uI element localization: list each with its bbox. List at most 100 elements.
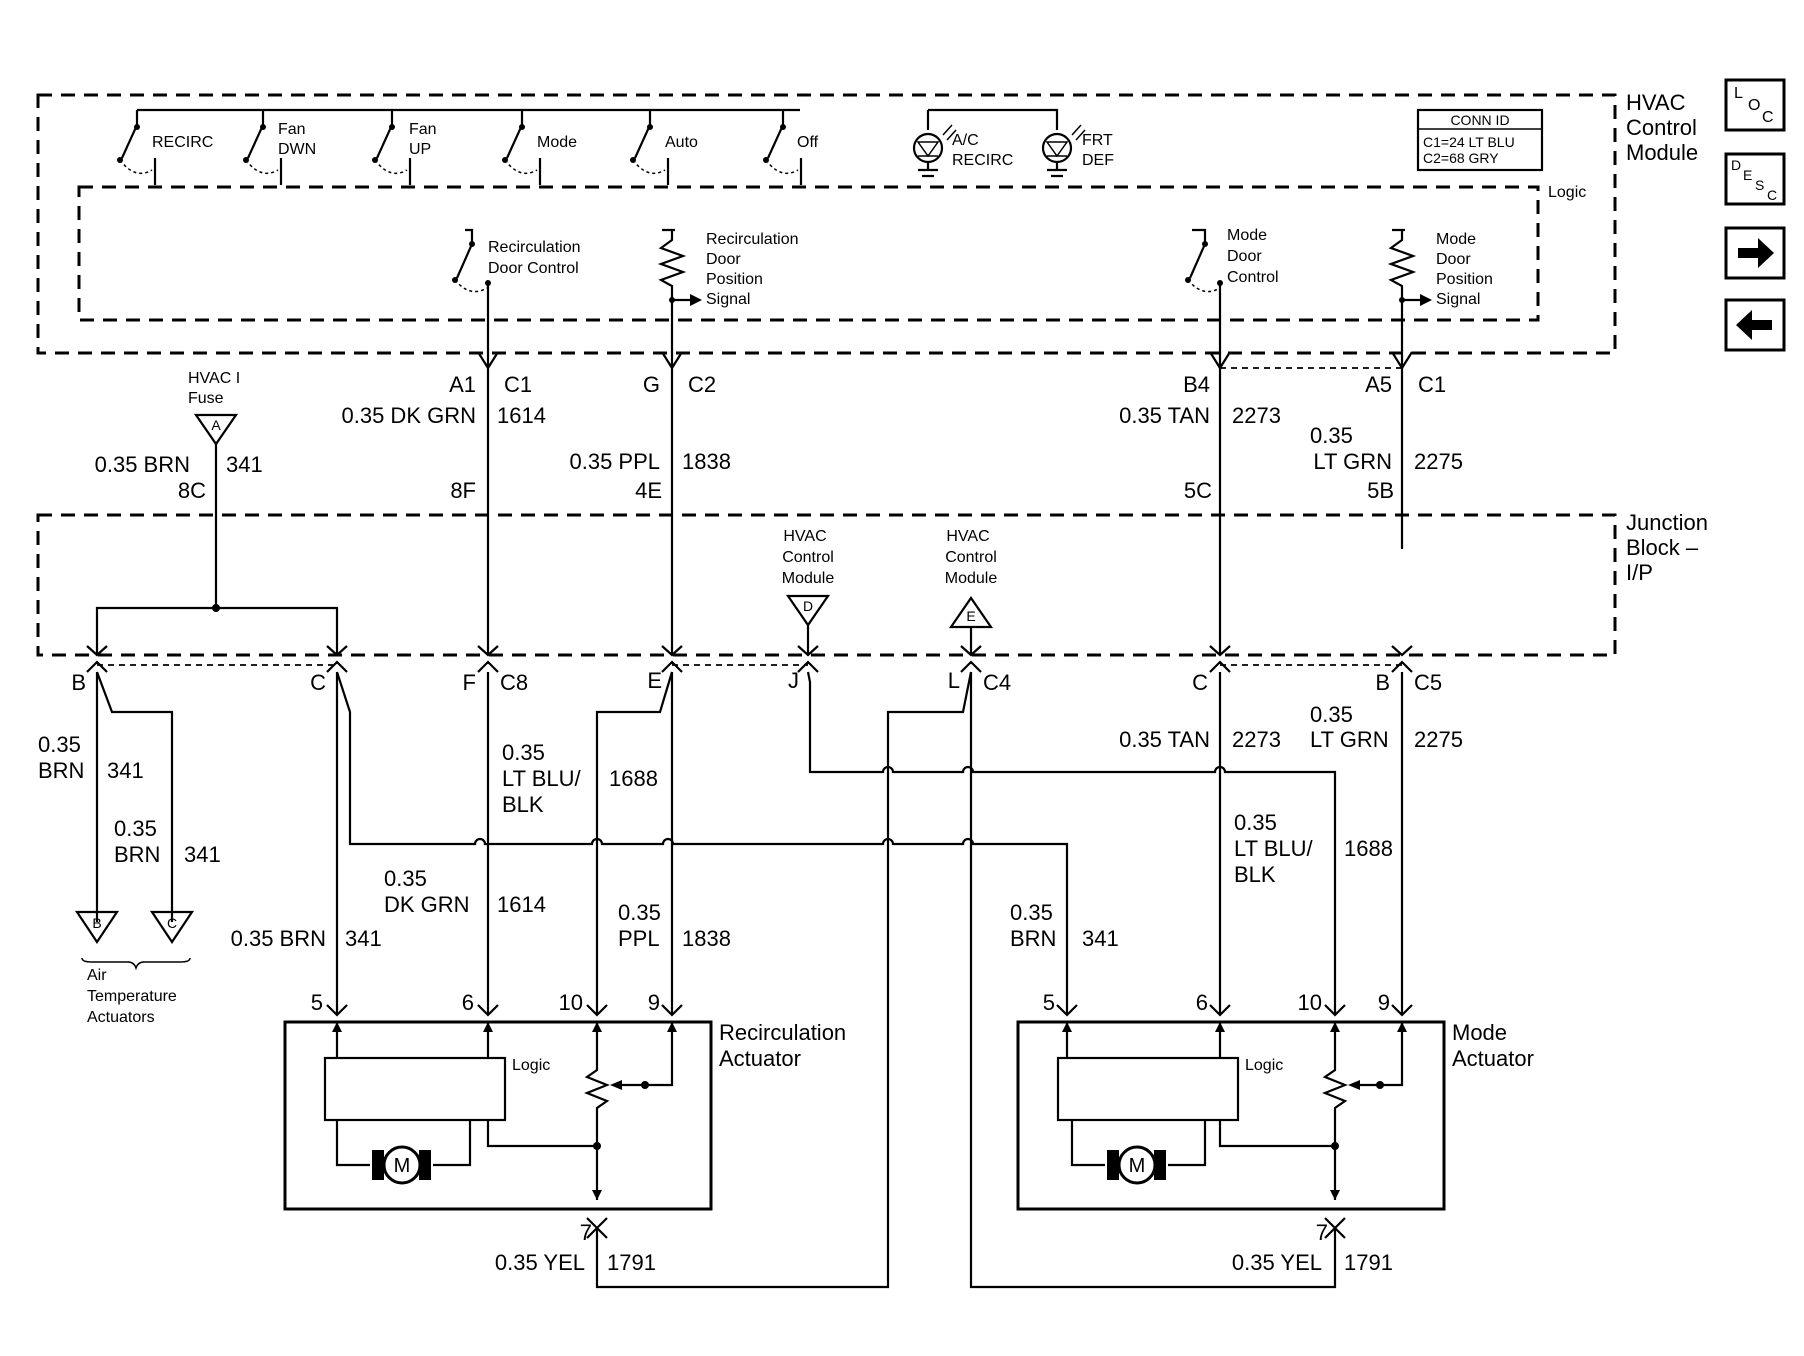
recirc-motor-label: M [394,1155,411,1177]
led-ac-recirc: A/C RECIRC [912,124,1013,178]
loc-c: C [1762,109,1774,126]
conn-id-line1: C1=24 LT BLU [1423,134,1515,150]
ref-e-3: Module [945,570,998,587]
pin-e: E [647,668,662,693]
ppl-upper-color: 0.35 PPL [569,449,660,474]
pin-g: G [643,372,660,397]
dkgrn-upper-loc: 8F [450,478,476,503]
next-arrow-button[interactable] [1724,226,1786,280]
upper-wiring: HVAC I Fuse A 0.35 BRN 341 8C A1 C1 0.35… [95,283,1463,655]
conn-id-title: CONN ID [1450,112,1509,128]
ltblu2-gauge: 0.35 [1234,810,1277,835]
switch-fan-up: Fan UP [372,110,437,185]
mode-logic-label: Logic [1245,1057,1283,1074]
switch-mode-label: Mode [537,134,577,151]
conn-c1-a: C1 [504,372,532,397]
switch-dwn-label: DWN [278,141,316,158]
recirc-yel-color: 0.35 YEL [495,1250,585,1275]
brn2-color: BRN [114,842,160,867]
ltgrn-upper-num: 2275 [1414,449,1463,474]
brn2-gauge: 0.35 [114,816,157,841]
brn3-num: 341 [345,926,382,951]
switch-auto: Auto [630,110,698,185]
tan-lower-color: 0.35 TAN [1119,727,1210,752]
switch-recirc-label: RECIRC [152,134,213,151]
junction-title-2: Block – [1626,535,1699,560]
module-title-1: HVAC [1626,90,1686,115]
brn1-num: 341 [107,758,144,783]
dkgrn-upper-color: 0.35 DK GRN [342,403,477,428]
tan-lower-num: 2273 [1232,727,1281,752]
pin-c-right: C [1192,670,1208,695]
air-temp-actuators: B C Air Temperature Actuators [74,910,195,1026]
ltblu-gauge: 0.35 [502,740,545,765]
hvac-ref-d: HVAC Control Module D [782,528,834,657]
recirc-door-control: Recirculation Door Control [452,228,580,293]
led-frt-label: FRT [1082,132,1113,149]
ltgrn-upper-color: LT GRN [1313,449,1392,474]
pin-c: C [310,670,326,695]
recirc-door-control-1: Recirculation [488,239,580,256]
brn-341-upper-loc: 8C [178,478,206,503]
tan-upper-color: 0.35 TAN [1119,403,1210,428]
mode-signal-3: Position [1436,271,1493,288]
junction-block: Junction Block – I/P HVAC Control Module… [36,510,1708,657]
mode-yel-color: 0.35 YEL [1232,1250,1322,1275]
switch-fan2-label: Fan [409,121,437,138]
hvac-control-module: HVAC Control Module Logic RECIRC Fan DWN… [36,90,1698,355]
ltgrn-upper-gauge: 0.35 [1310,423,1353,448]
loc-button[interactable]: L O C [1724,78,1786,132]
mode-pin-6: 6 [1196,990,1208,1015]
mode-title-2: Actuator [1452,1046,1534,1071]
ref-e-letter: E [966,608,975,624]
recirc-signal-2: Door [706,251,741,268]
ltblu-color: LT BLU/ [502,766,582,791]
ref-e-2: Control [945,549,997,566]
prev-arrow-button[interactable] [1724,298,1786,352]
junction-title-3: I/P [1626,560,1653,585]
recirculation-actuator: 5 6 10 9 Recirculation Actuator Logic M … [283,990,846,1275]
air-temp-b: B [92,915,101,931]
desc-d: D [1731,157,1741,173]
desc-s: S [1755,177,1764,193]
conn-id-box: CONN ID C1=24 LT BLU C2=68 GRY [1416,108,1544,172]
mode-door-control: Mode Door Control [1185,227,1279,293]
ltgrn-lower-num: 2275 [1414,727,1463,752]
pin-a1: A1 [449,372,476,397]
switch-fan-dwn: Fan DWN [243,110,316,185]
ppl-upper-num: 1838 [682,449,731,474]
recirc-logic-label: Logic [512,1057,550,1074]
recirc-signal-4: Signal [706,291,750,308]
nav-buttons: L O C D E S C [1724,78,1786,352]
pin-a5: A5 [1365,372,1392,397]
recirc-pin-7: 7 [580,1220,592,1245]
air-temp-c: C [167,915,177,931]
recirc-door-control-2: Door Control [488,260,579,277]
fuse-label-1: HVAC I [188,370,240,387]
ref-d-2: Control [782,549,834,566]
air-temp-label-2: Temperature [87,988,177,1005]
ref-d-letter: D [803,598,813,614]
dkgrn-lower-gauge: 0.35 [384,866,427,891]
desc-button[interactable]: D E S C [1724,152,1786,206]
brn4-num: 341 [1082,926,1119,951]
module-title-2: Control [1626,115,1697,140]
mode-pin-5: 5 [1043,990,1055,1015]
ltblu-num: 1688 [609,766,658,791]
junction-title-1: Junction [1626,510,1708,535]
ltgrn-lower-gauge: 0.35 [1310,702,1353,727]
conn-c2: C2 [688,372,716,397]
switch-up-label: UP [409,141,431,158]
brn1-color: BRN [38,758,84,783]
mode-actuator: 5 6 10 9 Mode Actuator Logic M 7 0.35 YE… [1016,990,1534,1275]
mode-yel-num: 1791 [1344,1250,1393,1275]
brn4-gauge: 0.35 [1010,900,1053,925]
recirc-pin-9: 9 [648,990,660,1015]
recirc-door-position-signal: Recirculation Door Position Signal [657,228,798,308]
brn-341-upper-color: 0.35 BRN [95,452,190,477]
brn3-color: 0.35 BRN [231,926,326,951]
ltblu2-num: 1688 [1344,836,1393,861]
conn-c1-b: C1 [1418,372,1446,397]
ref-e-1: HVAC [946,528,989,545]
brn-341-upper-num: 341 [226,452,263,477]
